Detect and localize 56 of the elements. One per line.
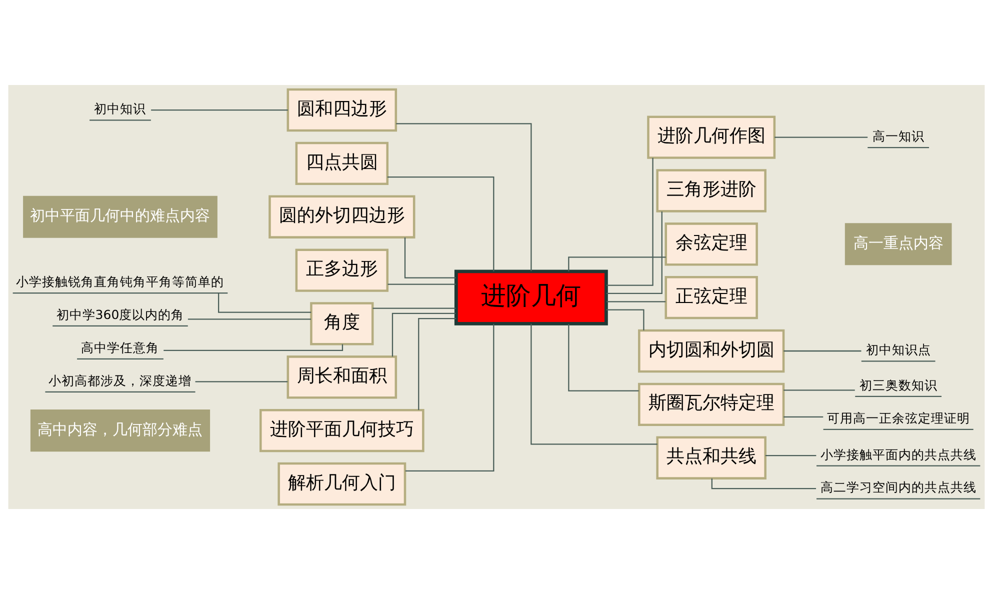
node-box: 内切圆和外切圆 bbox=[638, 329, 785, 373]
connector bbox=[606, 301, 666, 302]
connector bbox=[784, 350, 862, 352]
connector bbox=[765, 455, 816, 456]
node-text: 高二学习空间内的共点共线 bbox=[820, 480, 976, 495]
node-text: 高中学任意角 bbox=[81, 340, 160, 355]
connector bbox=[568, 324, 639, 392]
connector bbox=[774, 136, 868, 138]
node-box: 圆的外切四边形 bbox=[268, 195, 416, 238]
node-text: 小学接触平面内的共点共线 bbox=[820, 446, 976, 462]
connector bbox=[784, 390, 855, 391]
node-box: 进阶几何作图 bbox=[647, 116, 776, 159]
connector bbox=[404, 238, 456, 278]
node-text: 初中学360度以内的角 bbox=[56, 306, 184, 322]
node-text: 可用高一正余弦定理证明 bbox=[826, 410, 970, 426]
connector bbox=[392, 312, 456, 357]
node-box: 余弦定理 bbox=[664, 222, 758, 266]
connector bbox=[568, 256, 666, 272]
connector bbox=[388, 284, 456, 285]
connector bbox=[530, 324, 658, 445]
connector bbox=[784, 416, 824, 418]
connector bbox=[711, 478, 816, 490]
node-text: 初中知识 bbox=[94, 101, 146, 116]
node-box: 高中内容，几何部分难点 bbox=[30, 410, 210, 452]
connector bbox=[606, 212, 662, 294]
node-box: 初中平面几何中的难点内容 bbox=[23, 196, 218, 238]
connector bbox=[218, 293, 312, 313]
node-box: 四点共圆 bbox=[295, 142, 389, 186]
node-text: 初中知识点 bbox=[866, 342, 931, 358]
node-box: 三角形进阶 bbox=[656, 169, 766, 212]
node-text: 小学接触锐角直角钝角平角等简单的 bbox=[16, 274, 224, 289]
connector bbox=[606, 158, 654, 286]
node-box: 斯圈瓦尔特定理 bbox=[638, 382, 785, 426]
node-box: 正弦定理 bbox=[664, 276, 758, 320]
node-box: 高一重点内容 bbox=[844, 223, 952, 266]
node-text: 小初高都涉及，深度递增 bbox=[48, 372, 192, 388]
node-box: 周长和面积 bbox=[286, 356, 398, 399]
node-text: 初三奥数知识 bbox=[859, 377, 938, 392]
node-box: 角度 bbox=[310, 302, 374, 346]
node-text: 高一知识 bbox=[872, 128, 924, 144]
node-box: 圆和四边形 bbox=[286, 88, 398, 132]
connector bbox=[387, 176, 494, 272]
connector bbox=[396, 123, 532, 272]
node-box: 进阶平面几何技巧 bbox=[260, 408, 424, 452]
node-box: 共点和共线 bbox=[656, 436, 766, 480]
connector bbox=[418, 318, 456, 410]
connector bbox=[164, 344, 344, 351]
connector bbox=[606, 309, 644, 330]
connector bbox=[151, 109, 288, 111]
connector bbox=[195, 381, 288, 382]
node-box: 正多边形 bbox=[295, 248, 389, 292]
connector bbox=[372, 308, 456, 309]
node-box: 解析几何入门 bbox=[278, 462, 406, 506]
connector bbox=[188, 318, 311, 320]
connector bbox=[405, 324, 494, 472]
node-box: 进阶几何 bbox=[454, 270, 608, 326]
